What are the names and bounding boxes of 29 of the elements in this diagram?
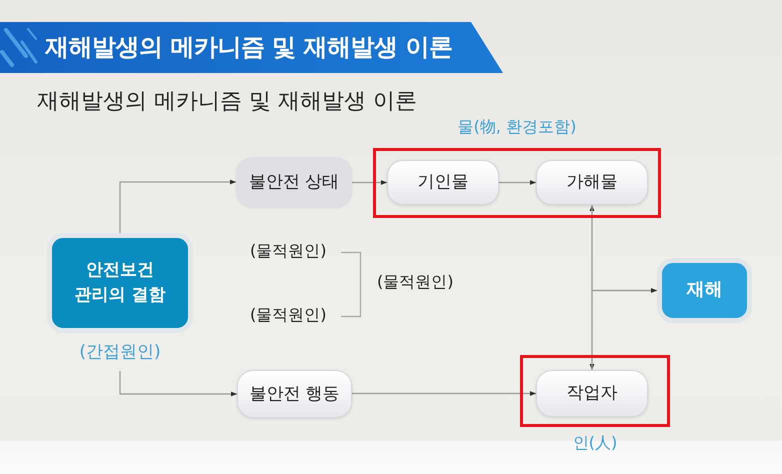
cause-label: (물적원인)	[377, 272, 454, 293]
cause-label: (물적원인)	[250, 241, 326, 262]
subtitle: 재해발생의 메카니즘 및 재해발생 이론	[37, 88, 417, 116]
node-caption: (간접원인)	[78, 341, 162, 363]
arrow	[352, 391, 536, 396]
rounded-box	[536, 160, 648, 205]
node-label: 재해	[686, 278, 722, 302]
rounded-box	[236, 157, 352, 207]
node-label: 기인물	[418, 171, 468, 194]
arrow	[119, 180, 236, 233]
node-label: 안전보건 관리의 결함	[74, 259, 166, 307]
node-label: 가해물	[566, 171, 618, 194]
banner-title: 재해발생의 메카니즘 및 재해발생 이론	[45, 32, 452, 63]
rounded-box	[387, 160, 499, 205]
arrow	[119, 371, 237, 396]
double-arrow	[590, 205, 594, 370]
node-label: 불안전 상태	[248, 170, 340, 194]
node-label: 불안전 행동	[249, 382, 340, 406]
rounded-box	[536, 370, 648, 417]
arrow	[352, 180, 387, 185]
process-box	[47, 233, 193, 333]
rounded-box	[237, 370, 352, 418]
arrow	[499, 180, 536, 185]
result-box	[657, 258, 752, 323]
node-label: 작업자	[566, 382, 618, 406]
group-heading: 물(物, 환경포함)	[456, 117, 578, 138]
cause-label: (물적원인)	[250, 305, 326, 326]
group-heading: 인(人)	[572, 433, 618, 454]
arrow	[591, 288, 657, 370]
